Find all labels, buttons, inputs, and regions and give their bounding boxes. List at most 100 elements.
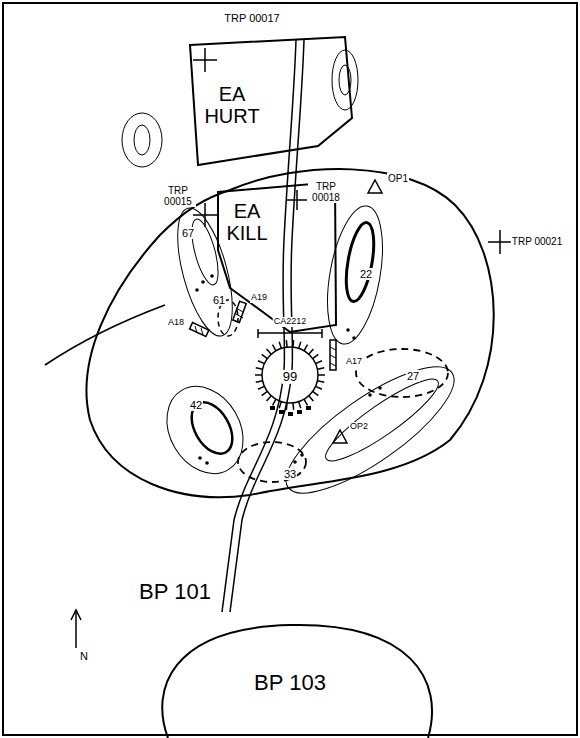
dashed-position — [356, 349, 448, 397]
hill-number: 27 — [406, 370, 420, 382]
trp-label: TRP 00017 — [223, 12, 280, 24]
obstacle-number: A18 — [167, 318, 185, 328]
op-triangle — [333, 430, 347, 443]
obstacle-number: A19 — [250, 293, 268, 303]
hachure — [313, 354, 319, 358]
hachure — [279, 402, 281, 409]
hachure — [318, 374, 325, 376]
position-dot — [378, 386, 382, 390]
hill-number: 33 — [283, 468, 297, 480]
hachure — [286, 403, 288, 410]
hachure — [313, 391, 319, 395]
hachure — [256, 381, 263, 382]
hachure — [299, 402, 301, 409]
area-name: EA KILL — [220, 200, 275, 244]
trp-cross — [287, 190, 307, 210]
trp-cross — [193, 203, 217, 227]
obstacle-symbol — [190, 323, 209, 337]
position-dot — [205, 461, 209, 465]
op-label: OP2 — [349, 422, 369, 432]
hill-number: 61 — [212, 294, 226, 306]
position-dot — [201, 280, 205, 284]
position-dot — [300, 453, 304, 457]
hachure — [317, 381, 324, 382]
hill-number: 42 — [189, 399, 203, 411]
hachure — [309, 396, 314, 401]
obstacle-symbol — [233, 301, 246, 322]
obstacle-hatch — [330, 363, 336, 366]
hachure — [299, 342, 301, 349]
obstacle-hatch — [330, 347, 336, 350]
outline-path — [218, 182, 336, 332]
battle-position: BP 101 — [60, 140, 560, 620]
contour-line — [122, 113, 162, 167]
position-dot — [270, 406, 275, 410]
hachure — [267, 396, 272, 401]
north-arrow — [71, 610, 81, 620]
hachure — [292, 340, 294, 347]
contour-line — [332, 50, 358, 110]
hachure — [317, 368, 324, 369]
hachure — [273, 345, 277, 351]
obstacle-number: A17 — [345, 357, 363, 367]
hachure — [255, 374, 262, 376]
obstacle-hatch — [195, 326, 197, 333]
hachure — [273, 399, 277, 405]
bracket-line — [321, 329, 323, 338]
trp-cross — [193, 48, 217, 72]
contour-line — [134, 125, 150, 155]
trp-label: TRP 00018 — [308, 181, 344, 203]
bracket-line — [257, 329, 259, 338]
hachure — [316, 361, 322, 364]
outline-path — [190, 37, 352, 165]
area-name: BP 101 — [139, 580, 211, 604]
hachures — [255, 340, 325, 410]
obstacle-hatch — [236, 314, 243, 318]
op-label: OP1 — [387, 173, 409, 184]
position-dot — [368, 393, 372, 397]
fighting-positions — [195, 274, 382, 465]
position-dot — [279, 410, 284, 414]
op-triangle — [368, 180, 382, 193]
hachure — [309, 349, 314, 354]
obstacle-number: CA2212 — [273, 317, 308, 327]
position-dot — [210, 274, 214, 278]
hachure — [262, 391, 268, 395]
north-label: N — [79, 650, 89, 662]
position-dot — [352, 336, 356, 340]
position-dot — [195, 288, 199, 292]
contour-line — [183, 395, 240, 460]
position-dot — [288, 412, 293, 416]
position-dot — [198, 456, 202, 460]
obstacle-hatch — [330, 355, 336, 358]
contour-line — [152, 373, 259, 488]
position-dot — [293, 460, 297, 464]
hill-number: 67 — [181, 227, 195, 239]
hachure — [316, 386, 322, 389]
contour-line — [270, 346, 471, 513]
hachure — [304, 399, 308, 405]
hachure — [279, 342, 281, 349]
obstacle-symbol — [330, 340, 336, 370]
north-arrow — [75, 612, 77, 648]
battle-position: BP 103 — [150, 615, 450, 738]
hill-number: 99 — [282, 370, 298, 384]
hachure — [262, 354, 268, 358]
hachure — [256, 368, 263, 369]
area-name: BP 103 — [254, 671, 326, 695]
trp-cross — [488, 230, 512, 254]
position-dot — [297, 410, 302, 414]
hachure — [304, 345, 308, 351]
trp-label: TRP 00015 — [160, 185, 196, 207]
hill-number: 22 — [359, 268, 373, 280]
position-dot — [346, 328, 350, 332]
engagement-area: EA HURT — [185, 30, 360, 170]
node-outline — [185, 30, 360, 170]
hachure — [292, 403, 294, 410]
contour-line — [341, 221, 379, 304]
hachure — [286, 340, 288, 347]
position-dot — [306, 406, 311, 410]
hachure — [258, 386, 264, 389]
outline-path — [86, 169, 493, 497]
node-outline — [60, 140, 560, 620]
